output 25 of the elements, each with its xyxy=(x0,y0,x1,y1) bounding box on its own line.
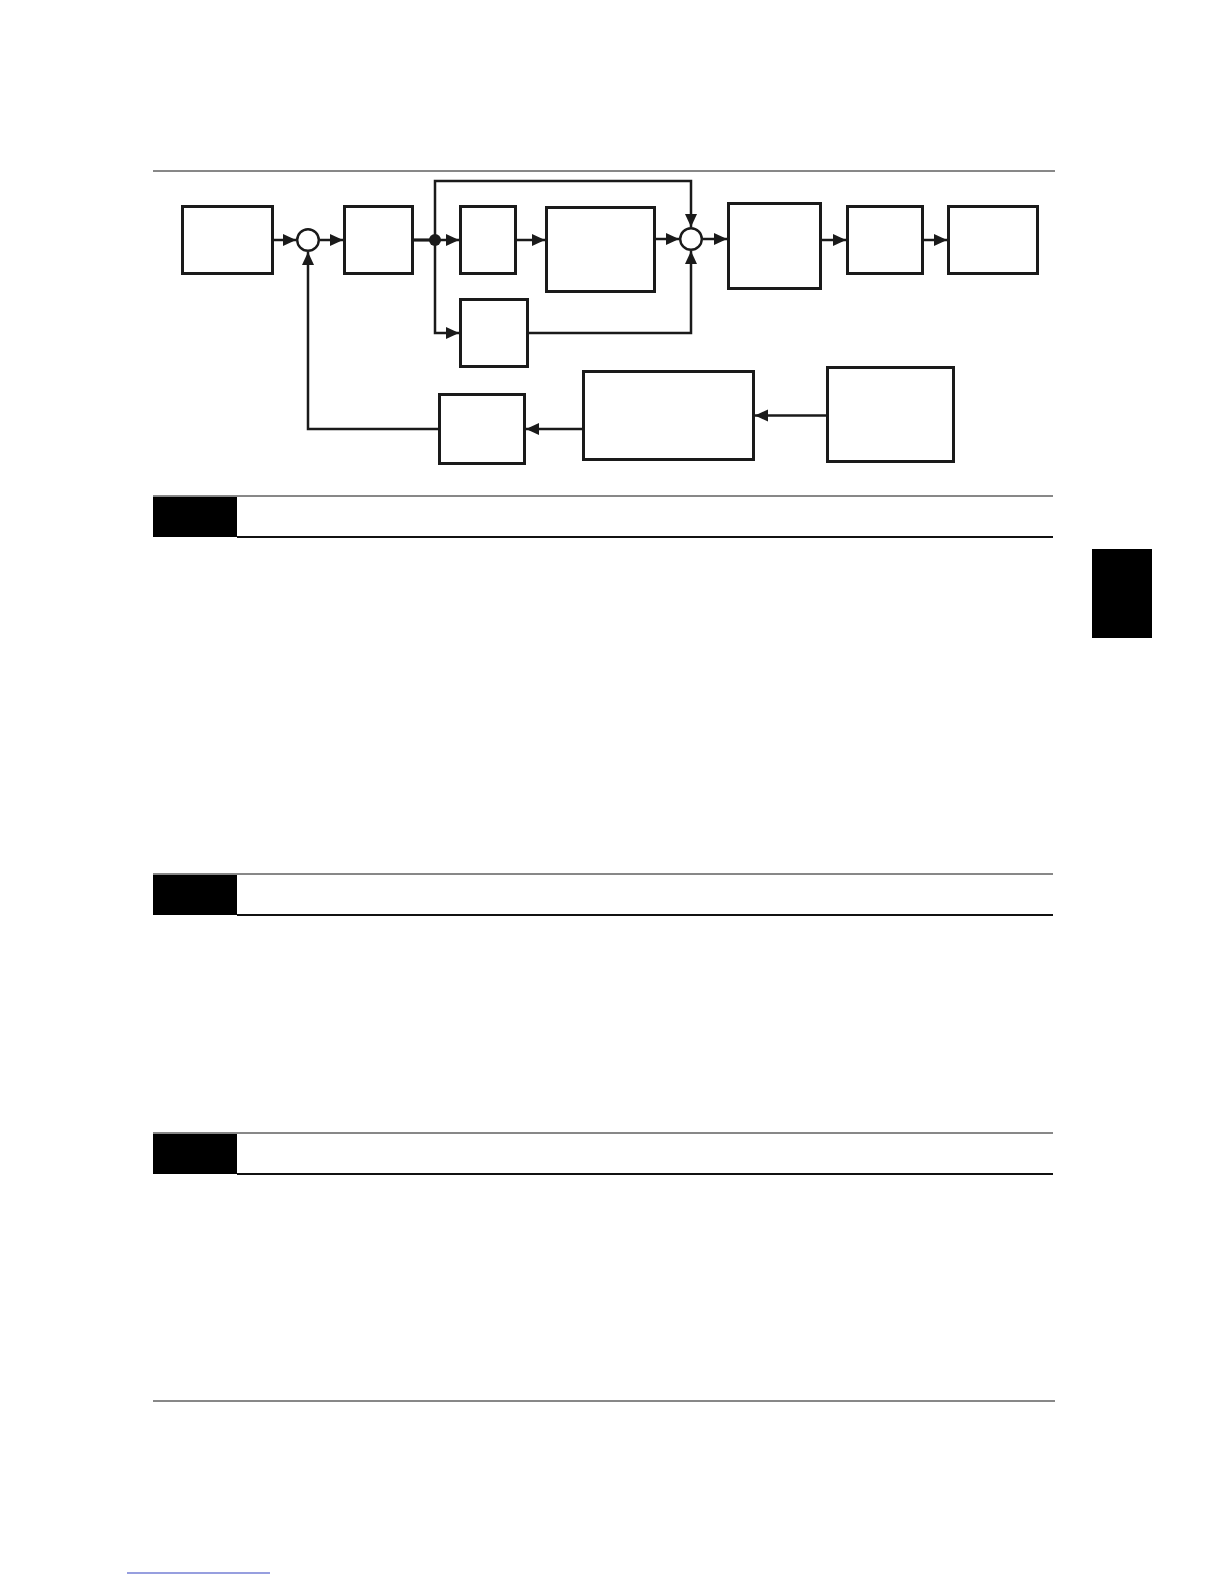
arrow xyxy=(526,423,582,435)
arrow xyxy=(703,233,727,245)
arrow xyxy=(274,234,296,246)
block-box xyxy=(846,205,924,275)
block-box xyxy=(459,205,517,275)
arrow xyxy=(414,179,697,242)
block-box xyxy=(459,298,529,368)
block-box xyxy=(545,206,656,293)
arrow xyxy=(320,234,343,246)
block-box xyxy=(947,205,1039,275)
arrow xyxy=(755,409,826,422)
arrow xyxy=(529,251,697,335)
block-box xyxy=(181,205,274,275)
block-box xyxy=(727,202,822,290)
arrow xyxy=(924,234,947,246)
block-box xyxy=(343,205,414,275)
block-box xyxy=(826,366,955,463)
block-box xyxy=(582,370,755,461)
arrow xyxy=(517,234,545,246)
arrow xyxy=(822,234,846,246)
summing-junction xyxy=(296,228,320,252)
summing-junction xyxy=(679,227,703,251)
block-box xyxy=(438,393,526,465)
arrow xyxy=(302,252,438,431)
arrow xyxy=(656,233,679,245)
